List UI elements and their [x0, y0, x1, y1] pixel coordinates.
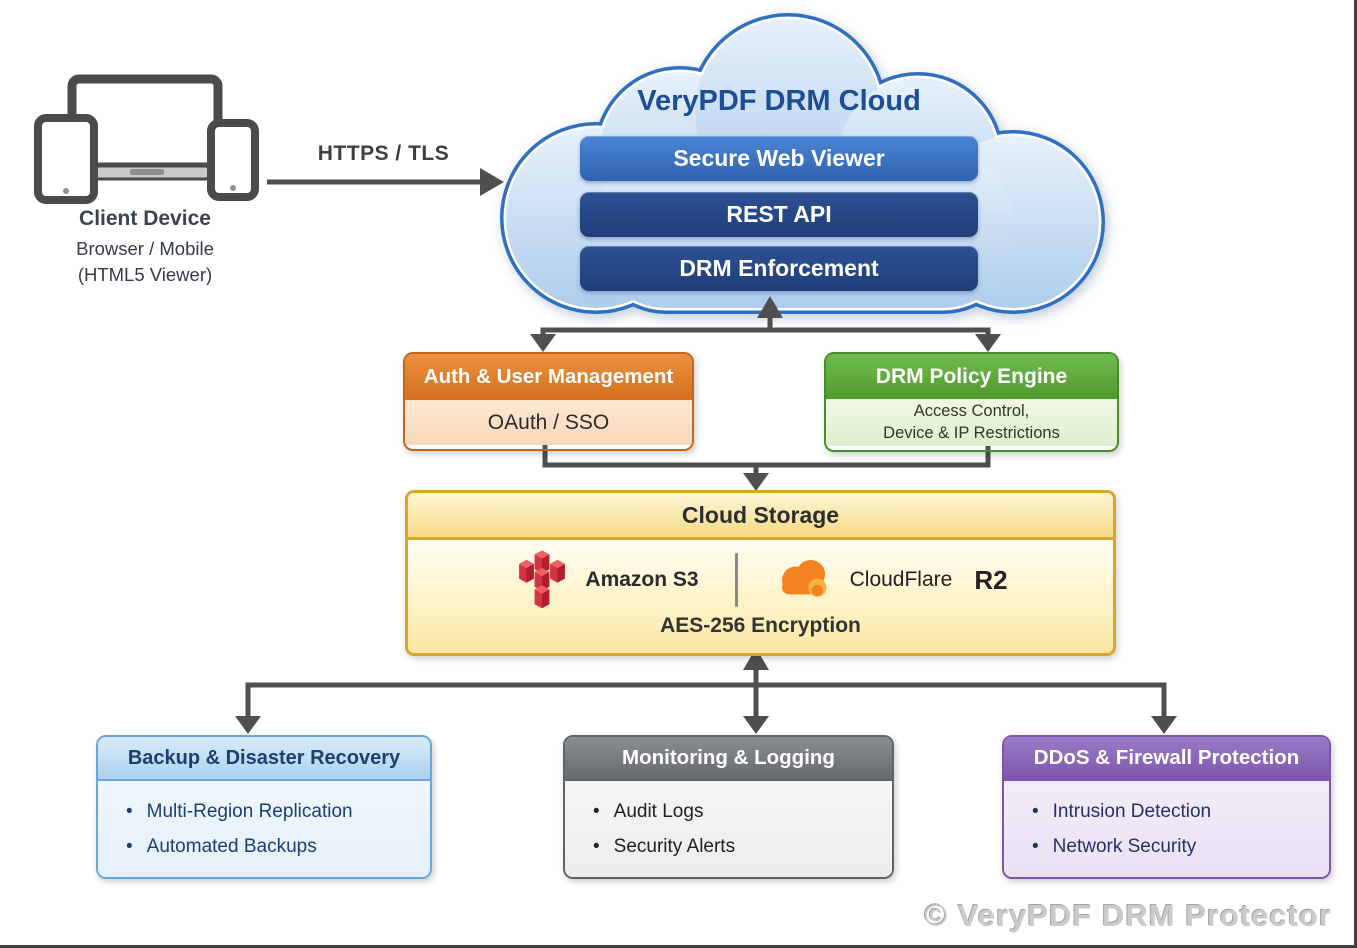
list-item: Automated Backups — [126, 829, 430, 864]
cloud-storage-body: Amazon S3 CloudFlare R2 AES-256 Encryptio… — [408, 540, 1113, 653]
arrowhead-down-auth — [530, 334, 556, 352]
aes-encryption-label: AES-256 Encryption — [660, 614, 861, 637]
connector-arrowheads — [235, 168, 1177, 734]
client-device-subtitle: Browser / Mobile — [76, 238, 214, 259]
connector-lines — [245, 179, 1167, 718]
list-item: Network Security — [1032, 829, 1329, 864]
cloud-title: VeryPDF DRM Cloud — [637, 85, 921, 117]
policy-body-line1: Access Control, — [913, 402, 1030, 421]
https-tls-label: HTTPS / TLS — [317, 142, 450, 165]
arrowhead-up-into-cloud — [757, 296, 783, 318]
arrowhead-down-policy — [975, 334, 1001, 352]
backup-recovery-panel: Backup & Disaster Recovery Multi-Region … — [96, 735, 432, 879]
arrowhead-client-to-cloud — [480, 168, 504, 196]
watermark-text: © VeryPDF DRM Protector — [924, 898, 1332, 933]
arrowhead-up-into-storage — [743, 648, 769, 670]
boxes-to-storage-junction — [542, 444, 991, 468]
auth-panel-body: OAuth / SSO — [405, 400, 692, 445]
policy-body-line2: Device & IP Restrictions — [883, 423, 1060, 442]
auth-user-management-panel: Auth & User Management OAuth / SSO — [403, 352, 694, 451]
tablet-icon — [34, 114, 98, 204]
client-device-subtitle2: (HTML5 Viewer) — [77, 264, 213, 285]
arrowhead-down-monitoring — [743, 716, 769, 734]
arrowhead-down-storage — [743, 473, 769, 491]
arrowhead-down-ddos — [1151, 716, 1177, 734]
ddos-firewall-panel: DDoS & Firewall Protection Intrusion Det… — [1002, 735, 1331, 879]
amazon-s3-icon — [519, 550, 566, 609]
storage-providers-row: Amazon S3 CloudFlare R2 — [513, 548, 1008, 612]
monitoring-logging-list: Audit Logs Security Alerts — [565, 781, 892, 877]
list-item: Intrusion Detection — [1032, 794, 1329, 829]
backup-recovery-title: Backup & Disaster Recovery — [98, 737, 430, 781]
list-item: Multi-Region Replication — [126, 794, 430, 829]
drm-policy-engine-panel: DRM Policy Engine Access Control, Device… — [824, 352, 1119, 452]
secure-web-viewer-button: Secure Web Viewer — [580, 136, 978, 181]
client-devices-icon — [34, 74, 259, 204]
rest-api-button: REST API — [580, 192, 978, 237]
monitoring-logging-title: Monitoring & Logging — [565, 737, 892, 781]
monitoring-logging-panel: Monitoring & Logging Audit Logs Security… — [563, 735, 894, 879]
cloudflare-icon — [781, 559, 827, 597]
arrowhead-down-backup — [235, 716, 261, 734]
cloudflare-r2-label: R2 — [974, 564, 1008, 595]
cloud-storage-title: Cloud Storage — [408, 493, 1113, 540]
policy-panel-title: DRM Policy Engine — [826, 354, 1117, 399]
bottom-junction-horizontal — [245, 682, 1167, 718]
ddos-firewall-list: Intrusion Detection Network Security — [1004, 781, 1329, 877]
cloud-storage-panel: Cloud Storage — [405, 490, 1116, 656]
amazon-s3-label: Amazon S3 — [585, 568, 699, 591]
drm-enforcement-button: DRM Enforcement — [580, 246, 978, 291]
list-item: Audit Logs — [593, 794, 892, 829]
cloud-junction-horizontal — [540, 327, 991, 336]
ddos-firewall-title: DDoS & Firewall Protection — [1004, 737, 1329, 781]
cloudflare-label: CloudFlare — [849, 568, 953, 591]
provider-divider — [734, 553, 738, 607]
smartphone-icon — [207, 119, 259, 201]
client-device-title: Client Device — [79, 207, 211, 230]
auth-panel-title: Auth & User Management — [405, 354, 692, 400]
backup-recovery-list: Multi-Region Replication Automated Backu… — [98, 781, 430, 877]
list-item: Security Alerts — [593, 829, 892, 864]
policy-panel-body: Access Control, Device & IP Restrictions — [826, 399, 1117, 446]
